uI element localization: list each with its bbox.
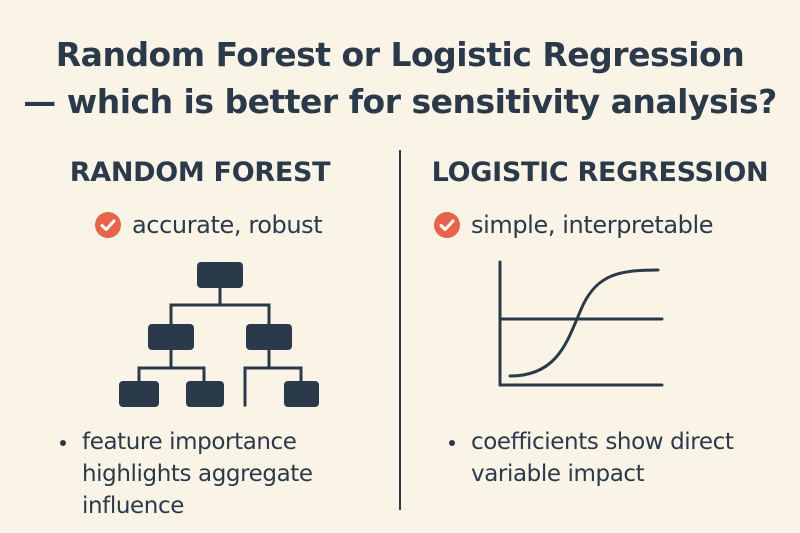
- logistic-regression-bullet-line-1: coefficients show direct: [471, 429, 734, 455]
- bullet-dot-icon: [449, 440, 455, 446]
- check-circle-icon: [95, 212, 121, 238]
- random-forest-check-label: accurate, robust: [132, 211, 323, 239]
- check-circle-icon: [434, 212, 460, 238]
- page-title-line-2: — which is better for sensitivity analys…: [23, 82, 777, 121]
- random-forest-check-row: accurate, robust: [95, 209, 323, 241]
- random-forest-bullet-line-1: feature importance: [82, 429, 297, 455]
- tree-leaf-node: [119, 381, 159, 407]
- page-title-line-1: Random Forest or Logistic Regression: [55, 35, 745, 74]
- random-forest-bullet-text: feature importance highlights aggregate …: [82, 426, 313, 522]
- decision-tree-icon: [119, 262, 319, 407]
- tree-root-node: [197, 262, 243, 288]
- tree-leaf-node: [284, 381, 319, 407]
- column-divider: [399, 150, 401, 510]
- random-forest-heading: RANDOM FOREST: [69, 157, 331, 188]
- tree-branch-node: [246, 324, 292, 350]
- tree-branch-node: [148, 324, 194, 350]
- logistic-regression-bullet: coefficients show direct variable impact: [449, 426, 789, 490]
- random-forest-bullet: feature importance highlights aggregate …: [60, 426, 360, 522]
- logistic-regression-bullet-line-2: variable impact: [471, 461, 645, 487]
- random-forest-bullet-line-3: influence: [82, 493, 184, 519]
- logistic-regression-check-row: simple, interpretable: [434, 209, 714, 241]
- logistic-regression-heading: LOGISTIC REGRESSION: [431, 157, 769, 188]
- logistic-regression-bullet-text: coefficients show direct variable impact: [471, 426, 734, 490]
- tree-leaf-node: [186, 381, 224, 407]
- logistic-regression-check-label: simple, interpretable: [471, 211, 714, 239]
- random-forest-bullet-line-2: highlights aggregate: [82, 461, 313, 487]
- bullet-dot-icon: [60, 440, 66, 446]
- sigmoid-curve-icon: [498, 260, 664, 387]
